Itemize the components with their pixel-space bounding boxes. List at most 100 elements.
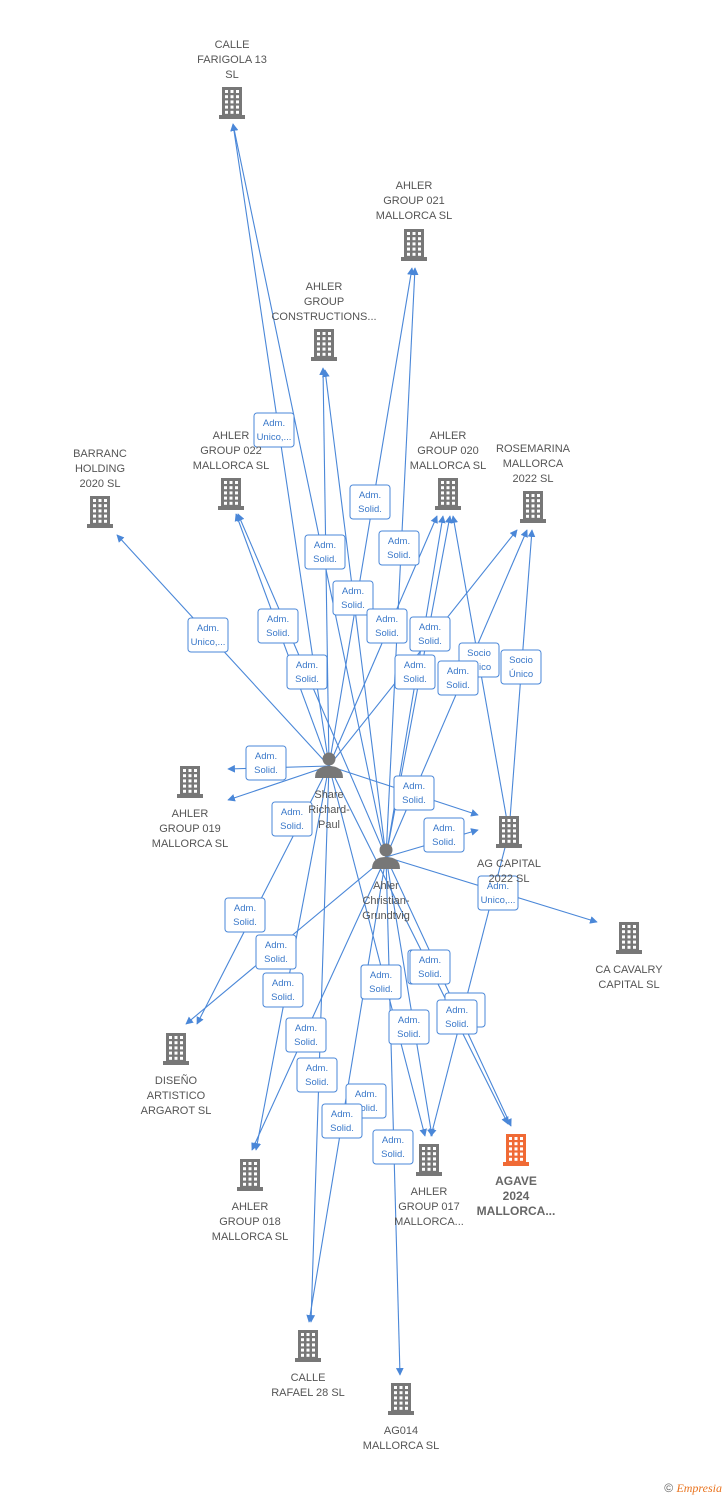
edge-label[interactable]: Adm.Solid.: [423, 817, 465, 853]
company-label: 2024: [503, 1189, 530, 1203]
edge-label[interactable]: Adm.Solid.: [360, 964, 402, 1000]
edge-label[interactable]: Adm.Solid.: [409, 616, 451, 652]
company-label: BARRANC: [73, 448, 127, 460]
edge-label[interactable]: Adm. Solid.: [321, 1103, 363, 1139]
brand-logo: Empresia: [676, 1481, 722, 1495]
edge-label-text: Adm.: [234, 903, 256, 914]
company-node-ahler-constructions[interactable]: AHLERGROUPCONSTRUCTIONS...: [271, 281, 377, 361]
edge-label-text: Adm.: [382, 1135, 404, 1146]
building-icon: [496, 816, 522, 848]
edge-label-text: Adm.: [419, 955, 441, 966]
edge-label[interactable]: Adm.Solid.: [366, 608, 408, 644]
company-label: GROUP 017: [398, 1201, 460, 1213]
building-icon: [435, 478, 461, 510]
company-label: AG CAPITAL: [477, 858, 541, 870]
building-icon: [218, 478, 244, 510]
relation-edge: [230, 123, 387, 858]
edge-label-text: Adm.: [342, 586, 364, 597]
edge-label[interactable]: Adm.Solid.: [257, 608, 299, 644]
edge-label[interactable]: Adm.Unico,...: [253, 412, 295, 448]
company-label: AHLER: [172, 808, 209, 820]
edge-label[interactable]: Adm.Solid.: [332, 580, 374, 616]
edge-label-text: Adm.: [267, 614, 289, 625]
edge-label-box: [423, 817, 465, 853]
company-label: CALLE: [215, 39, 250, 51]
edge-label[interactable]: Adm.Solid.: [349, 484, 391, 520]
edge-label[interactable]: Adm.Solid.: [255, 934, 297, 970]
company-node-agave[interactable]: AGAVE2024MALLORCA...: [477, 1134, 556, 1218]
building-icon: [616, 922, 642, 954]
edge-labels-layer: Adm.Unico,...Adm.Solid.Adm.Solid.Adm.Sol…: [187, 412, 542, 1165]
company-label: CA CAVALRY: [595, 964, 663, 976]
edge-label[interactable]: Adm.Solid.: [262, 972, 304, 1008]
edge-label-text: Adm.: [331, 1109, 353, 1120]
company-node-ag-capital[interactable]: AG CAPITAL 2022 SL: [477, 816, 541, 885]
person-label: Christian-: [362, 895, 409, 907]
company-label: 2022 SL: [489, 873, 530, 885]
edge-label[interactable]: Adm.Solid.: [285, 1017, 327, 1053]
edge-label[interactable]: Adm.Solid.: [271, 801, 313, 837]
edge-label[interactable]: Adm.Solid.: [245, 745, 287, 781]
edge-label-box: [394, 654, 436, 690]
edge-label-box: [296, 1057, 338, 1093]
edge-label-box: [360, 964, 402, 1000]
edge-label[interactable]: Adm.Solid.: [388, 1009, 430, 1045]
company-label: GROUP 018: [219, 1216, 281, 1228]
edge-label[interactable]: Adm.Solid.: [372, 1129, 414, 1165]
edge-label[interactable]: Adm.Unico,...: [187, 617, 229, 653]
edge-label-text: Solid.: [233, 917, 257, 928]
edge-label-text: Solid.: [313, 554, 337, 565]
edge-label[interactable]: Adm.Solid.: [436, 999, 478, 1035]
edge-label[interactable]: Adm.Unico,...: [477, 875, 519, 911]
edge-label-box: [372, 1129, 414, 1165]
edge-label-text: Adm.: [403, 781, 425, 792]
edge-label-text: Solid.: [354, 1103, 378, 1114]
edge-label-text: Adm.: [314, 540, 336, 551]
edge-label-text: Adm.: [295, 1023, 317, 1034]
edge-label-text: Adm.: [197, 623, 219, 634]
edge-label[interactable]: Adm.Solid.: [394, 654, 436, 690]
edge-label[interactable]: Adm.Solid.: [286, 654, 328, 690]
building-icon: [311, 329, 337, 361]
edge-label-box: [409, 949, 451, 985]
copyright-symbol: ©: [664, 1481, 674, 1495]
edge-label[interactable]: Adm.Solid.: [393, 775, 435, 811]
edge-label-text: Adm.: [272, 978, 294, 989]
edge-label-text: Adm.: [487, 881, 509, 892]
edge-label-text: Adm.: [370, 970, 392, 981]
company-label: AHLER: [411, 1186, 448, 1198]
edge-label[interactable]: Adm.Solid.: [409, 949, 451, 985]
company-label: GROUP 020: [417, 445, 479, 457]
building-icon: [388, 1383, 414, 1415]
edge-label[interactable]: Adm. Solid.: [304, 534, 346, 570]
edge-label-text: Adm.: [296, 660, 318, 671]
edge-label-text: Solid.: [330, 1123, 354, 1134]
edge-label-box: [224, 897, 266, 933]
company-label: GROUP 019: [159, 823, 221, 835]
edge-label[interactable]: Adm. Solid.: [224, 897, 266, 933]
footer-brand[interactable]: © Empresia: [664, 1481, 722, 1496]
building-icon: [416, 1144, 442, 1176]
edge-label[interactable]: Adm.Solid.: [437, 660, 479, 696]
edge-label[interactable]: Adm.Solid.: [378, 530, 420, 566]
edge-label-text: Solid.: [446, 680, 470, 691]
company-label: MALLORCA SL: [410, 460, 486, 472]
edge-label[interactable]: Adm.Solid.: [296, 1057, 338, 1093]
